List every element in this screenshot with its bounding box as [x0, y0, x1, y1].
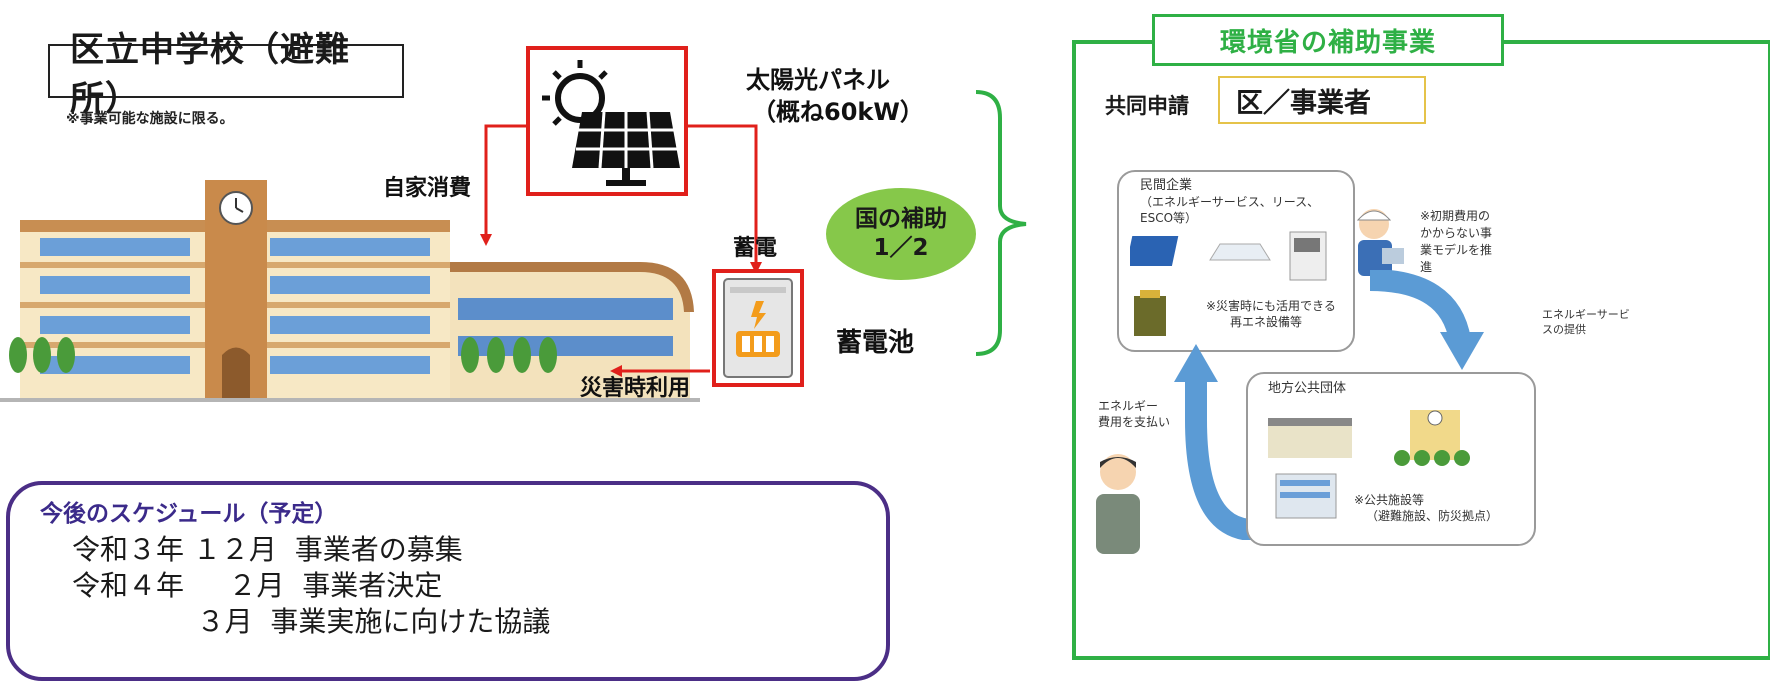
disaster-use-label: 災害時利用 — [580, 376, 691, 401]
bracket-icon — [975, 90, 1027, 356]
cycle-arrows — [1174, 270, 1484, 540]
self-consumption-label: 自家消費 — [383, 176, 472, 201]
energy-service-note: エネルギーサービ — [1542, 308, 1630, 321]
energy-service-note-2: スの提供 — [1542, 323, 1586, 336]
initial-cost-note-2: かからない事 — [1420, 226, 1493, 240]
company-desc-2: ESCO等） — [1140, 211, 1198, 225]
schedule-row: 令和３年 １２月 事業者の募集 — [72, 533, 463, 566]
subsidy-label: 国の補助 — [855, 206, 947, 233]
disaster-equipment-note: ※災害時にも活用できる — [1206, 299, 1336, 313]
solar-panel-box — [526, 46, 688, 196]
initial-cost-note: ※初期費用の — [1420, 209, 1491, 223]
schedule-title: 今後のスケジュール（予定） — [40, 501, 338, 527]
joint-application-value: 区／事業者 — [1218, 76, 1426, 124]
initial-cost-note-4: 進 — [1420, 260, 1433, 274]
payment-note: エネルギー — [1098, 399, 1159, 413]
school-title: 区立中学校（避難所） — [48, 30, 404, 119]
payment-note-2: 費用を支払い — [1098, 415, 1171, 429]
company-desc: （エネルギーサービス、リース、 — [1140, 195, 1320, 209]
company-title: 民間企業 — [1140, 178, 1193, 193]
charge-label: 蓄電 — [733, 236, 778, 261]
solar-panel-icon — [542, 60, 680, 186]
equipment-icons — [1130, 231, 1327, 336]
public-facility-note-2: （避難施設、防災拠点） — [1366, 509, 1499, 523]
subsidy-scheme-title: 環境省の補助事業 — [1152, 14, 1504, 66]
solar-label: 太陽光パネル — [746, 66, 890, 94]
initial-cost-note-3: 業モデルを推 — [1420, 243, 1493, 257]
facility-note: ※事業可能な施設に限る。 — [66, 111, 234, 127]
public-facility-note: ※公共施設等 — [1354, 493, 1425, 507]
flow-arrows — [480, 124, 762, 377]
disaster-equipment-note-2: 再エネ設備等 — [1230, 315, 1303, 329]
public-facility-icons — [1268, 410, 1470, 519]
school-illustration — [0, 180, 700, 402]
local-government-title: 地方公共団体 — [1268, 381, 1347, 396]
joint-application-label: 共同申請 — [1105, 94, 1189, 118]
battery-label: 蓄電池 — [836, 328, 915, 358]
solar-capacity: （概ね60kW） — [752, 98, 924, 126]
worker-icon — [1356, 209, 1404, 276]
schedule-row: ３月 事業実施に向けた協議 — [72, 605, 551, 638]
battery-box — [712, 269, 804, 387]
national-subsidy-bubble: 国の補助 1／2 — [826, 188, 976, 280]
subsidy-ratio: 1／2 — [873, 235, 929, 261]
battery-icon — [723, 278, 793, 378]
citizen-icon — [1096, 454, 1140, 554]
schedule-row: 令和４年 ２月 事業者決定 — [72, 569, 443, 602]
